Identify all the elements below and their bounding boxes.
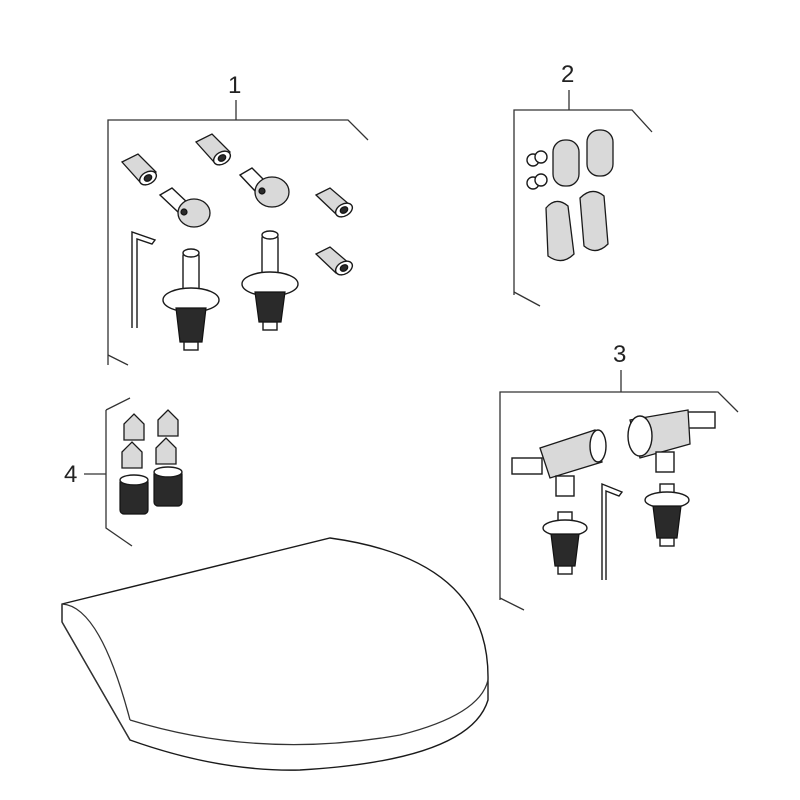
bumper-small [534, 173, 548, 187]
group-2-bracket: 2 [513, 61, 653, 307]
pin-anchor-part [241, 230, 299, 331]
hinge-part [511, 429, 607, 497]
knob-part [158, 187, 211, 228]
anchor-part [644, 483, 690, 547]
group-1-bracket: 1 [107, 72, 369, 366]
sleeve-part [314, 187, 354, 218]
group-4-parts [119, 409, 183, 515]
knob-part [238, 167, 290, 208]
group-3-parts [511, 409, 716, 580]
sleeve-part [194, 133, 232, 166]
callout-2: 2 [561, 61, 574, 88]
sleeve-part [120, 153, 158, 186]
group-2-parts [526, 129, 614, 262]
group-3-bracket: 3 [499, 341, 739, 611]
sleeve-part [314, 246, 354, 276]
allen-key [601, 482, 624, 580]
cone-part [121, 441, 143, 469]
allen-key [131, 231, 157, 328]
toilet-seat-lid [61, 537, 489, 771]
bumper-pad [586, 129, 614, 177]
anchor-part [542, 511, 588, 575]
bumper-pad-curved [579, 190, 609, 252]
cone-part [123, 413, 145, 441]
cone-part [157, 409, 179, 437]
bumper-small [534, 150, 548, 164]
pin-anchor-part [162, 248, 220, 351]
callout-4: 4 [64, 461, 77, 488]
bumper-pad-curved [545, 200, 575, 262]
group-4-bracket: 4 [64, 397, 133, 547]
bumper-pad [552, 139, 580, 187]
callout-3: 3 [613, 341, 626, 368]
cone-part [155, 437, 177, 465]
group-1-parts [120, 133, 354, 351]
hinge-part [627, 409, 716, 473]
callout-1: 1 [228, 72, 241, 99]
